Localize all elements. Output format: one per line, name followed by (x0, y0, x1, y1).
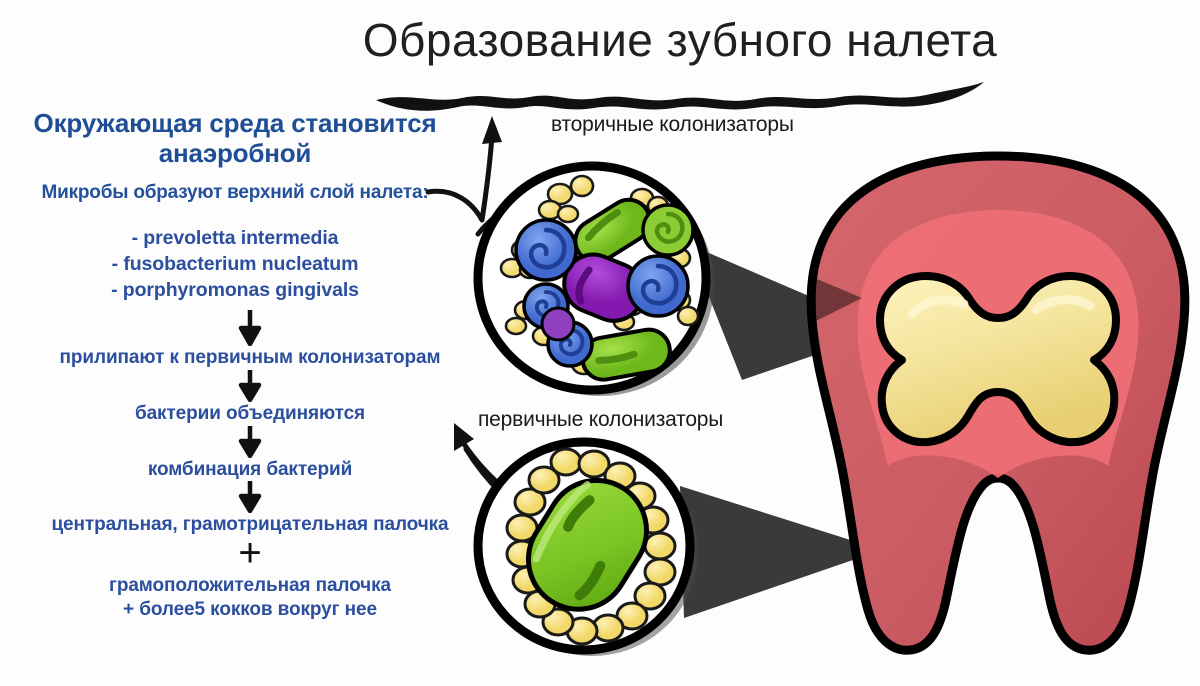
arrow-down-icon (238, 310, 262, 346)
process-flow-chain: прилипают к первичным колонизаторам бакт… (0, 310, 500, 621)
lead-heading: Окружающая среда становится анаэробной (0, 108, 470, 168)
lead-line-1: Окружающая среда становится (33, 108, 437, 138)
flow-step: комбинация бактерий (147, 458, 353, 480)
final-line-2: + более5 кокков вокруг нее (123, 598, 377, 620)
rod-bacteria-group (562, 197, 672, 382)
central-rod-bacterium (525, 477, 649, 612)
species-list: - prevoletta intermedia - fusobacterium … (0, 226, 470, 304)
label-secondary-colonizers: вторичные колонизаторы (551, 113, 794, 136)
left-text-column: Окружающая среда становится анаэробной М… (0, 108, 470, 304)
primary-colonizers-bubble (473, 437, 698, 656)
spirochete-group (514, 203, 695, 368)
list-item: - porphyromonas gingivals (111, 279, 359, 302)
label-primary-colonizers: первичные колонизаторы (478, 408, 724, 431)
list-item: - fusobacterium nucleatum (111, 253, 359, 276)
secondary-colonizers-bubble (473, 161, 714, 396)
flow-step: бактерии объединяются (134, 402, 366, 424)
title-block: Образование зубного налета (330, 14, 1030, 111)
arrow-down-icon (238, 481, 262, 514)
plus-sign: + (238, 531, 262, 575)
tooth-pulp-cavity (876, 272, 1120, 447)
arrow-down-icon (238, 369, 262, 402)
lead-line-2: анаэробной (158, 138, 312, 169)
arrow-down-icon (238, 425, 262, 458)
flow-step: прилипают к первичным колонизаторам (59, 347, 441, 368)
magnifier-wedge-primary (680, 486, 882, 618)
final-line-1: грамоположительная палочка (109, 574, 391, 596)
wedge-tip-overlay-upper (810, 276, 862, 324)
molar-tooth-illustration (806, 151, 1190, 655)
page-title: Образование зубного налета (362, 14, 998, 66)
flow-step: центральная, грамотрицательная палочка (51, 514, 449, 536)
list-item: - prevoletta intermedia (131, 227, 339, 250)
title-underline-squiggle (376, 82, 984, 111)
subtitle-text: Микробы образуют верхний слой налета: (41, 182, 429, 204)
cocci-ring-group (505, 447, 677, 646)
